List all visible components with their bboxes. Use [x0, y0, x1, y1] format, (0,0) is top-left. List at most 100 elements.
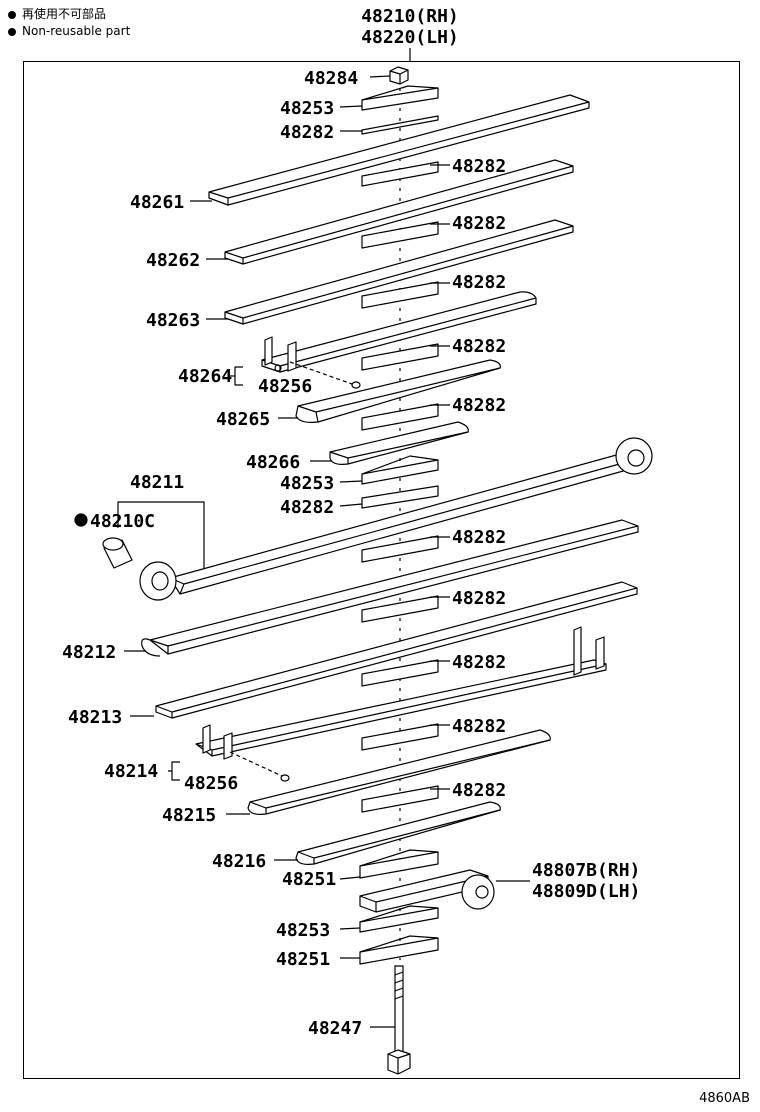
label-48282-e: 48282 [452, 395, 506, 416]
label-48261: 48261 [130, 192, 184, 213]
label-48213: 48213 [68, 707, 122, 728]
leaf-48262 [224, 159, 574, 265]
label-48215: 48215 [162, 805, 216, 826]
leaf-48262-edge [224, 165, 574, 264]
bracket-48807B [359, 869, 495, 913]
label-48212: 48212 [62, 642, 116, 663]
liner-48282-f [361, 535, 439, 563]
liner-48282-i [361, 723, 439, 751]
assembly-number-lh: 48220(LH) [361, 27, 459, 48]
leader-48253-top [339, 105, 363, 108]
label-48282-j: 48282 [452, 780, 506, 801]
clip-rivet-dash-a [289, 361, 353, 385]
label-48282-c: 48282 [452, 272, 506, 293]
legend-row-jp: 再使用不可部品 [8, 6, 130, 23]
label-48251-a: 48251 [282, 869, 336, 890]
rivet-48256-a [351, 381, 361, 389]
non-reusable-mark-icon [74, 513, 88, 527]
plate-48253-top [361, 85, 439, 111]
leader-48211 [117, 501, 205, 568]
label-48210C: 48210C [90, 511, 155, 532]
leader-48253-bottom [339, 927, 361, 930]
liner-48282-top [361, 115, 439, 135]
figure-code: 4860AB [699, 1091, 750, 1106]
legend-text-en: Non-reusable part [22, 24, 131, 38]
label-48263: 48263 [146, 310, 200, 331]
leaf-48215 [247, 729, 551, 815]
non-reusable-dot-icon [8, 10, 16, 19]
leaf-48216-edge [297, 809, 501, 864]
label-48216: 48216 [212, 851, 266, 872]
label-48282-i: 48282 [452, 716, 506, 737]
label-48807B: 48807B(RH) [532, 860, 640, 881]
leader-48214 [168, 761, 180, 781]
legend-text-jp: 再使用不可部品 [22, 7, 107, 21]
leaf-48266-edge [329, 431, 469, 464]
label-48251-b: 48251 [276, 949, 330, 970]
label-48282-d: 48282 [452, 336, 506, 357]
label-48214: 48214 [104, 761, 158, 782]
label-48809D: 48809D(LH) [532, 881, 640, 902]
leaf-48265 [295, 359, 501, 423]
leaf-48212 [141, 519, 639, 657]
center-bolt-48247 [387, 965, 411, 1075]
label-48284: 48284 [304, 68, 358, 89]
leader-48253-mid [339, 480, 363, 483]
leaf-48213-edge [155, 587, 638, 718]
label-48282-b: 48282 [452, 213, 506, 234]
leaf-48216 [295, 801, 501, 865]
leader-48282-mid [339, 503, 363, 507]
liner-48282-d [361, 343, 439, 371]
liner-48282-mid [361, 485, 439, 509]
label-48253-mid: 48253 [280, 473, 334, 494]
diagram-frame [23, 61, 740, 1079]
label-48256-a: 48256 [258, 376, 312, 397]
label-48211: 48211 [130, 472, 184, 493]
bushing-48210C [102, 537, 133, 569]
clip-rivet-dash-b [229, 751, 283, 777]
plate-48253-mid [361, 455, 439, 485]
leader-48264 [230, 366, 243, 386]
main-leaf-48211 [139, 437, 653, 601]
label-48265: 48265 [216, 409, 270, 430]
liner-48282-g [361, 595, 439, 623]
leaf-48265-edge [297, 367, 501, 423]
label-48253-bottom: 48253 [276, 920, 330, 941]
label-48256-b: 48256 [184, 773, 238, 794]
leader-48284 [369, 75, 391, 78]
label-48282-top: 48282 [280, 122, 334, 143]
label-48282-f: 48282 [452, 527, 506, 548]
liner-48282-j [361, 785, 439, 813]
legend-row-en: Non-reusable part [8, 23, 130, 40]
liner-48282-b [361, 221, 439, 249]
liner-48282-a [361, 161, 439, 187]
label-48266: 48266 [246, 452, 300, 473]
label-48282-mid: 48282 [280, 497, 334, 518]
leaf-48215-edge [249, 739, 551, 814]
plate-48251-b [359, 935, 439, 965]
leaf-48214 [195, 626, 607, 760]
liner-48282-e [361, 403, 439, 431]
label-48282-h: 48282 [452, 652, 506, 673]
liner-48282-c [361, 281, 439, 309]
leaf-48266 [329, 421, 469, 465]
legend: 再使用不可部品 Non-reusable part [8, 6, 130, 40]
label-48247: 48247 [308, 1018, 362, 1039]
liner-48282-h [361, 659, 439, 687]
leaf-48263 [224, 219, 574, 325]
assembly-title: 48210(RH) 48220(LH) [340, 6, 480, 48]
assembly-number-rh: 48210(RH) [361, 6, 459, 27]
label-48262: 48262 [146, 250, 200, 271]
leader-48251-a [339, 876, 361, 880]
leaf-48261-edge [208, 101, 590, 205]
rivet-48256-b [280, 774, 290, 782]
label-48282-g: 48282 [452, 588, 506, 609]
leaf-48263-edge [224, 225, 574, 324]
label-48264: 48264 [178, 366, 232, 387]
non-reusable-dot-icon [8, 27, 16, 36]
nut-48284 [389, 66, 409, 85]
label-48253-top: 48253 [280, 98, 334, 119]
leaf-48264 [261, 291, 537, 373]
label-48282-a: 48282 [452, 156, 506, 177]
